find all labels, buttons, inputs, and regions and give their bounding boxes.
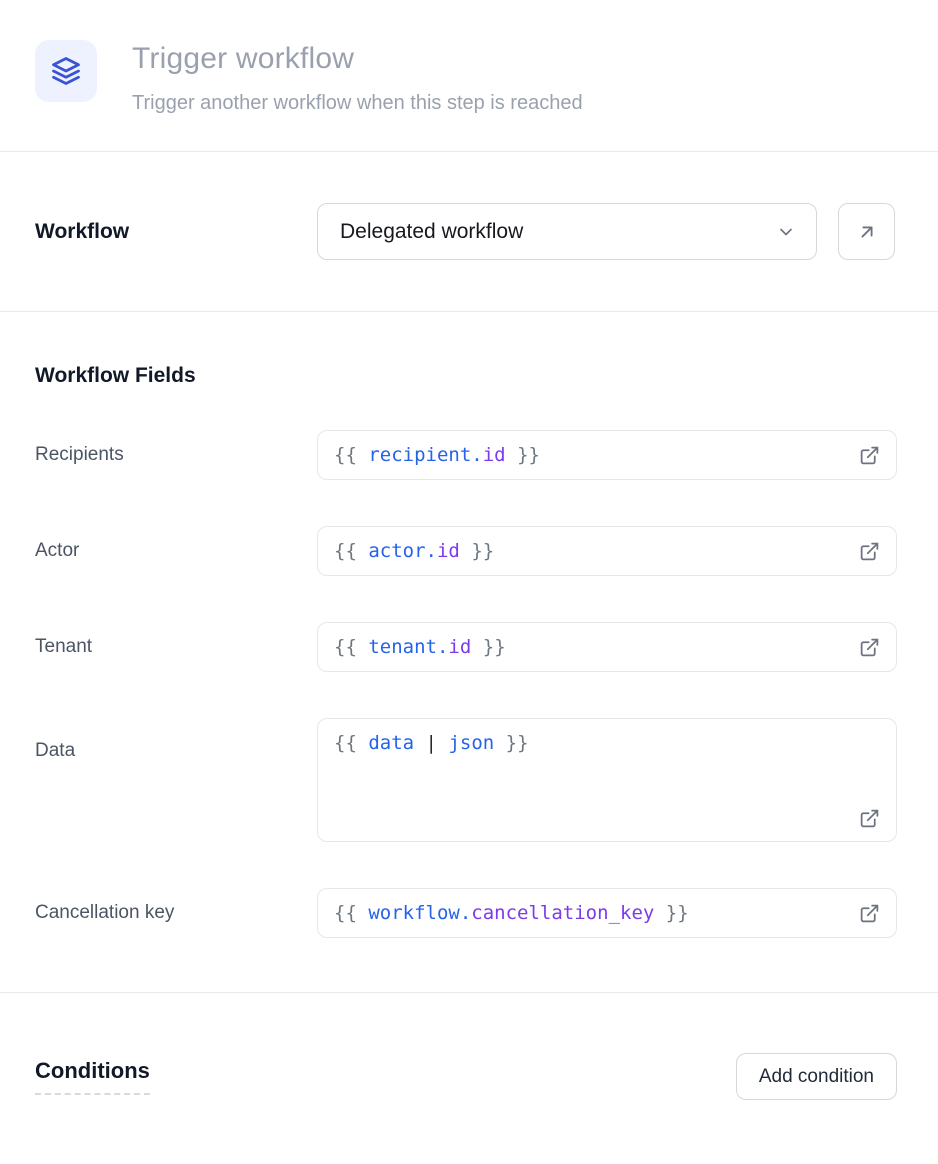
external-link-icon: [860, 446, 878, 464]
field-label: Recipients: [35, 444, 124, 465]
conditions-section: Conditions Add condition: [0, 993, 938, 1130]
workflow-label: Workflow: [35, 219, 130, 243]
divider: [0, 311, 938, 312]
workflow-fields-section: Workflow Fields Recipients {{ recipient.…: [0, 312, 938, 992]
open-workflow-button[interactable]: [838, 203, 895, 260]
panel-header: Trigger workflow Trigger another workflo…: [0, 0, 938, 151]
external-link-icon: [860, 904, 878, 922]
divider: [0, 992, 938, 993]
field-label: Tenant: [35, 636, 93, 657]
field-code: {{ actor.id }}: [334, 540, 495, 562]
open-editor-button[interactable]: [858, 540, 880, 562]
workflow-fields-heading: Workflow Fields: [35, 364, 196, 387]
field-row: Actor {{ actor.id }}: [35, 526, 897, 576]
field-code-input[interactable]: {{ actor.id }}: [317, 526, 897, 576]
step-icon-tile: [35, 40, 97, 102]
field-code-input[interactable]: {{ tenant.id }}: [317, 622, 897, 672]
field-code-input[interactable]: {{ workflow.cancellation_key }}: [317, 888, 897, 938]
chevron-down-icon: [780, 228, 792, 235]
arrow-up-right-icon: [861, 226, 872, 237]
workflow-select[interactable]: Delegated workflow: [317, 203, 817, 260]
external-link-icon: [860, 638, 878, 656]
field-row: Tenant {{ tenant.id }}: [35, 622, 897, 672]
conditions-heading: Conditions: [35, 1058, 150, 1095]
field-label: Actor: [35, 540, 80, 561]
field-label: Data: [35, 740, 76, 761]
workflow-selector-row: Workflow Delegated workflow: [0, 152, 938, 311]
field-row: Cancellation key {{ workflow.cancellatio…: [35, 888, 897, 938]
field-row: Recipients {{ recipient.id }}: [35, 430, 897, 480]
workflow-fields-list: Recipients {{ recipient.id }} Actor {{ a…: [35, 430, 897, 938]
field-code: {{ recipient.id }}: [334, 444, 540, 466]
field-code: {{ workflow.cancellation_key }}: [334, 902, 689, 924]
field-row: Data {{ data | json }}: [35, 718, 897, 842]
open-editor-button[interactable]: [858, 636, 880, 658]
field-code: {{ data | json }}: [334, 732, 529, 754]
external-link-icon: [860, 542, 878, 560]
open-editor-button[interactable]: [858, 444, 880, 466]
header-text: Trigger workflow Trigger another workflo…: [132, 40, 583, 115]
layers-icon: [52, 57, 80, 85]
open-editor-button[interactable]: [858, 807, 880, 829]
external-link-icon: [860, 809, 878, 827]
field-label: Cancellation key: [35, 902, 175, 923]
add-condition-button[interactable]: Add condition: [735, 1053, 897, 1100]
workflow-select-value: Delegated workflow: [340, 219, 524, 243]
page-title: Trigger workflow: [132, 42, 355, 75]
field-code: {{ tenant.id }}: [334, 636, 506, 658]
field-code-input[interactable]: {{ recipient.id }}: [317, 430, 897, 480]
page-subtitle: Trigger another workflow when this step …: [132, 92, 583, 114]
divider: [0, 151, 938, 152]
field-code-input[interactable]: {{ data | json }}: [317, 718, 897, 842]
open-editor-button[interactable]: [858, 902, 880, 924]
